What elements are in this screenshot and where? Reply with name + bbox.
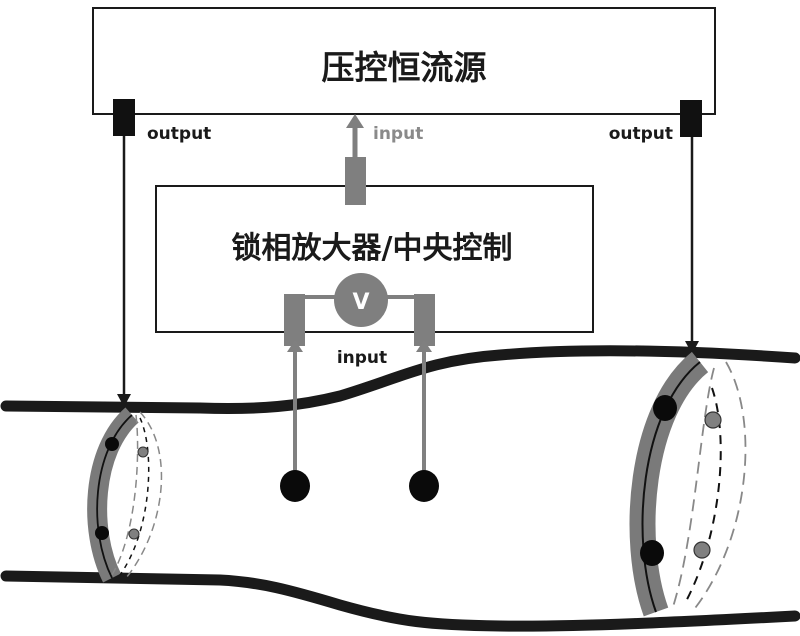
- arrow-up-icon: [346, 114, 364, 128]
- electrode-dot-back: [693, 541, 711, 559]
- electrode-ring-front-right: [641, 361, 701, 613]
- arrow-up-icon: [287, 340, 303, 352]
- electrode-ring-back-left: [119, 417, 150, 576]
- electrode-ring-back-right: [683, 387, 722, 606]
- input-terminal-right: [414, 294, 435, 346]
- pipe-wall-bottom: [0, 570, 800, 632]
- electrode-ring-left: [87, 407, 163, 583]
- output-terminal-left: [113, 99, 135, 136]
- electrode-ring-back-outer-right: [691, 361, 747, 613]
- arrow-down-icon: [117, 394, 131, 407]
- input-label-bottom: input: [337, 348, 387, 368]
- electrode-ring-back-inner-right: [671, 367, 715, 611]
- output-label-left: output: [147, 124, 211, 144]
- electrode-dot: [95, 526, 109, 540]
- electrode-dot-back: [704, 411, 722, 429]
- input-terminal-left: [284, 294, 305, 346]
- electrode-dot: [653, 395, 677, 421]
- electrode-dot: [105, 437, 119, 451]
- electrode-dot: [640, 540, 664, 566]
- electrode-ring-back-outer-left: [125, 411, 163, 579]
- probe-electrode-left: [280, 470, 310, 502]
- electrode-dot-back: [128, 528, 140, 540]
- output-terminal-right: [680, 100, 702, 137]
- arrow-up-icon: [416, 340, 432, 352]
- current-source-box: [92, 7, 716, 115]
- pipe-wall-top: [0, 345, 800, 414]
- voltmeter-symbol: V: [352, 290, 369, 315]
- controller-output-terminal: [345, 157, 366, 205]
- voltmeter-icon: [334, 273, 388, 327]
- output-label-right: output: [609, 124, 673, 144]
- current-source-label: 压控恒流源: [322, 48, 487, 87]
- electrode-ring-front-left: [96, 414, 133, 579]
- electrode-ring-back-inner-left: [111, 414, 139, 576]
- electrode-dot-back: [137, 446, 149, 458]
- probe-electrode-right: [409, 470, 439, 502]
- input-label-top: input: [373, 124, 423, 144]
- controller-label: 锁相放大器/中央控制: [232, 231, 513, 266]
- electrode-ring-right: [629, 351, 747, 617]
